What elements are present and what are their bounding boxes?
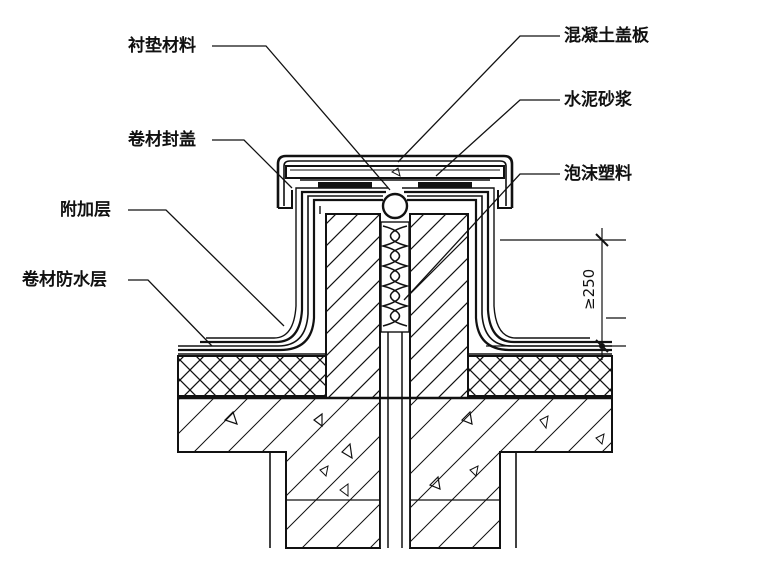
concrete-cover-board [285,165,505,188]
label-foam-plastic: 泡沫塑料 [564,164,632,184]
label-cement-mortar: 水泥砂浆 [564,90,632,110]
insulation-layer [177,355,613,400]
label-concrete-cover: 混凝土盖板 [564,26,649,46]
label-lining-material: 衬垫材料 [128,36,196,56]
dimension-dot [599,343,605,349]
mortar-pad-left [318,182,372,188]
label-additional-layer: 附加层 [60,200,111,220]
right-concrete-slab [409,397,613,549]
foam-plastic-filler [379,221,411,333]
backing-rod [381,192,409,220]
label-membrane-cap: 卷材封盖 [128,130,196,150]
mortar-pad-right [418,182,472,188]
leader-lines [128,35,560,347]
waterproof-membrane-layers [178,187,612,355]
left-concrete-slab [177,397,381,549]
label-membrane-waterproof: 卷材防水层 [22,270,107,290]
membrane-cap [276,154,514,209]
dimension-text: ≥250 [580,268,598,310]
